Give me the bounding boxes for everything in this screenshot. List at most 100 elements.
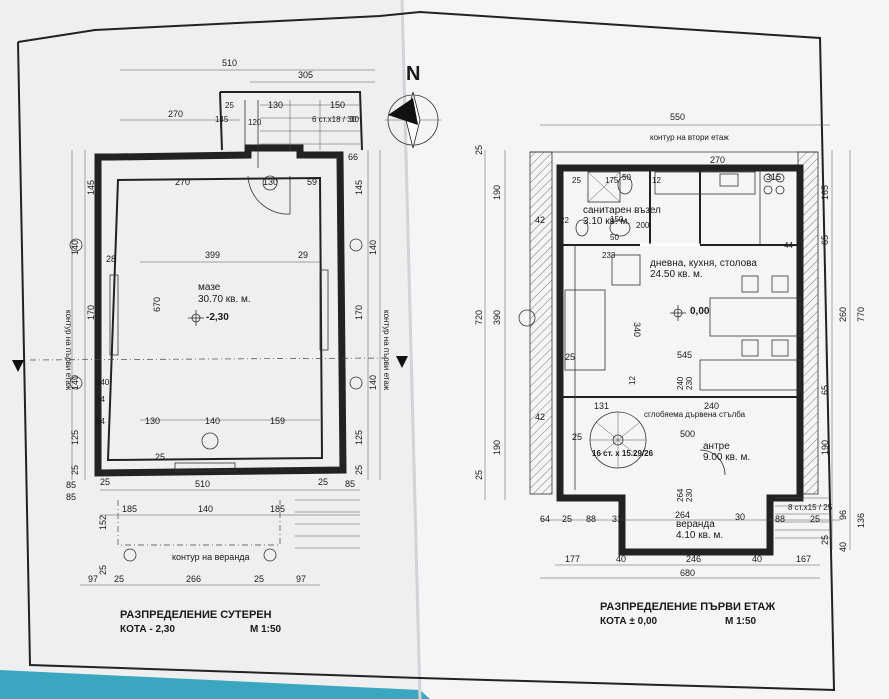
first-stairs-label: 16 ст. х 15.29/26: [592, 449, 654, 458]
dim: 25: [318, 477, 328, 487]
dim: 25: [474, 145, 484, 155]
dim: 140: [70, 375, 80, 390]
basement-elevation: -2,30: [206, 312, 229, 323]
dim: 25: [572, 432, 582, 442]
dim: 246: [686, 554, 701, 564]
dim: 390: [492, 310, 502, 325]
dim: 264: [676, 488, 685, 502]
dim: 25: [114, 574, 124, 584]
dim: 120: [248, 118, 262, 127]
dim: 25: [70, 465, 80, 475]
dim: 28: [106, 254, 116, 264]
basement-contour-veranda: контур на веранда: [172, 552, 250, 562]
dim: 165: [820, 185, 830, 200]
dim: 170: [86, 305, 96, 320]
dim: 85: [66, 480, 76, 490]
dim: 12: [652, 176, 661, 185]
basement-plan: мазе 30.70 кв. м. -2,30 6 ст.х18 / 30 ко…: [12, 58, 408, 635]
dim: 266: [186, 574, 201, 584]
dim: 260: [838, 307, 848, 322]
spiral-stair: [589, 411, 647, 469]
dim: 40: [752, 554, 762, 564]
dim: 145: [86, 180, 96, 195]
dim: 140: [70, 240, 80, 255]
first-elevation: 0,00: [690, 306, 710, 317]
dim: 30: [350, 115, 359, 124]
dim: 145: [354, 180, 364, 195]
dim: 264: [675, 510, 690, 520]
dim: 140: [198, 504, 213, 514]
first-veranda-area: 4.10 кв. м.: [676, 530, 723, 541]
dim: 125: [354, 430, 364, 445]
dim: 25: [155, 452, 165, 462]
dim: 31: [612, 514, 622, 524]
dim: 145: [215, 115, 229, 124]
dim: 25: [100, 477, 110, 487]
dim: 770: [856, 307, 866, 322]
dim: 500: [680, 429, 695, 439]
dim: 42: [535, 215, 545, 225]
dim: 84: [96, 395, 105, 404]
dim: 25: [562, 514, 572, 524]
dim: 12: [628, 376, 637, 385]
dim: 65: [820, 385, 830, 395]
first-contour-top-1: контур на втори етаж: [650, 133, 729, 142]
basement-level: КОТА - 2,30: [120, 624, 175, 635]
dim: 25: [98, 565, 108, 575]
dim: 30: [735, 512, 745, 522]
basement-contour-right: контур на първи етаж: [382, 310, 391, 391]
dim: 130: [263, 177, 278, 187]
basement-title: РАЗПРЕДЕЛЕНИЕ СУТЕРЕН: [120, 609, 272, 621]
dim: 59: [307, 177, 317, 187]
dim: 190: [492, 440, 502, 455]
dim: 125: [70, 430, 80, 445]
dim: 550: [670, 112, 685, 122]
dim: 230: [685, 376, 694, 390]
sheet-frame-bottom: [17, 41, 836, 691]
first-title: РАЗПРЕДЕЛЕНИЕ ПЪРВИ ЕТАЖ: [600, 601, 775, 613]
dim: 40: [838, 542, 848, 552]
dim: 175: [605, 176, 619, 185]
dim: 25: [225, 101, 234, 110]
north-label: N: [406, 63, 420, 85]
dim: 97: [296, 574, 306, 584]
dim: 315: [766, 172, 781, 182]
basement-room-area: 30.70 кв. м.: [198, 294, 251, 305]
dim: 152: [98, 515, 108, 530]
dim: 88: [775, 514, 785, 524]
dim: 130: [268, 100, 283, 110]
dim: 510: [222, 58, 237, 68]
basement-scale: М 1:50: [250, 624, 282, 635]
dim: 22: [560, 216, 569, 225]
dim: 42: [535, 412, 545, 422]
dim: 25: [565, 352, 575, 362]
dim: 65: [820, 235, 830, 245]
dim: 680: [680, 568, 695, 578]
dim: 66: [348, 152, 358, 162]
dim: 140: [96, 378, 110, 387]
dim: 270: [710, 155, 725, 165]
basement-contour-left: контур на първи етаж: [64, 310, 73, 391]
dim: 88: [586, 514, 596, 524]
dim: 150: [610, 215, 624, 224]
basement-room-name: мазе: [198, 282, 221, 293]
dim: 44: [784, 241, 793, 250]
dim: 200: [636, 221, 650, 230]
dim: 190: [820, 440, 830, 455]
dim: 399: [205, 250, 220, 260]
first-scale: М 1:50: [725, 616, 757, 627]
dim: 94: [96, 417, 105, 426]
dim: 85: [345, 479, 355, 489]
dim: 720: [474, 310, 484, 325]
dim: 64: [540, 514, 550, 524]
dim: 545: [677, 350, 692, 360]
dim: 97: [88, 574, 98, 584]
dim: 270: [175, 177, 190, 187]
dim: 150: [330, 100, 345, 110]
dim: 136: [856, 513, 866, 528]
first-veranda-name: веранда: [676, 519, 715, 530]
first-wc-area: 3.10 кв. м.: [583, 216, 630, 227]
dim: 177: [565, 554, 580, 564]
dim: 233: [602, 251, 616, 260]
dim: 185: [122, 504, 137, 514]
